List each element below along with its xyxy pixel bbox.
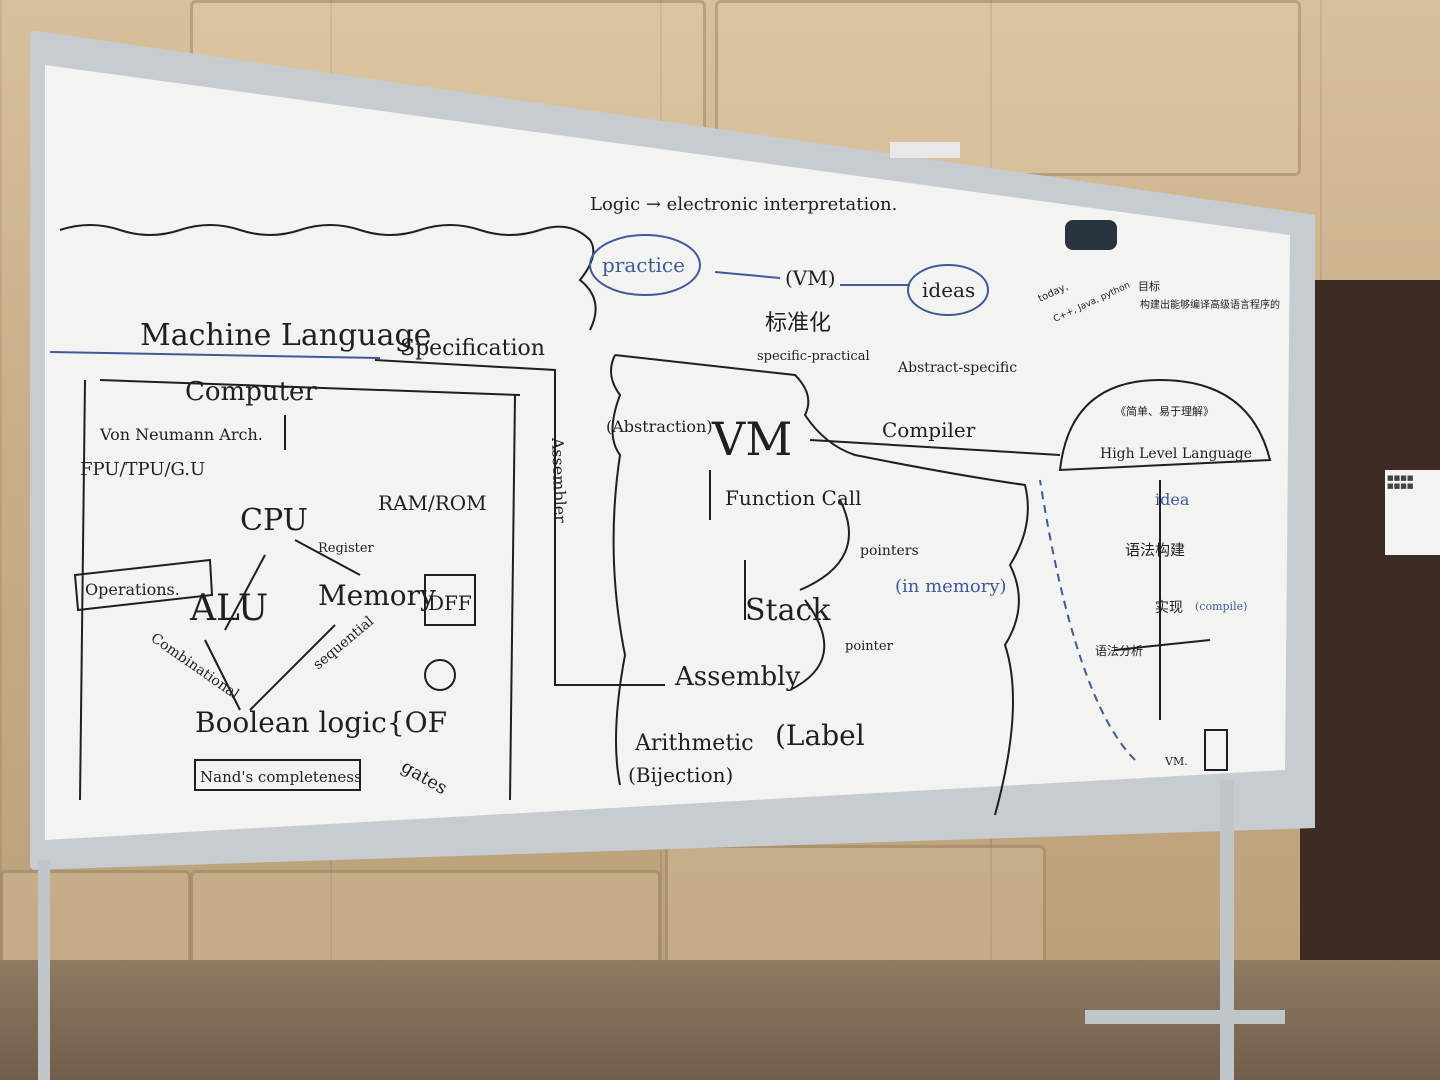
assembler-label: Assembler: [548, 436, 570, 523]
standardize-label: 标准化: [765, 311, 831, 336]
sequential-arrow: [249, 624, 336, 711]
wall-panel: [190, 870, 661, 976]
door-notice: ■■■■■■■■: [1385, 470, 1440, 555]
specification-label: Specification: [400, 336, 545, 361]
idea-label: idea: [1155, 490, 1190, 509]
computer-box-top: [99, 379, 521, 396]
target-text-label: 构建出能够编译高级语言程序的: [1140, 298, 1280, 311]
dff-box: [424, 574, 476, 626]
ideas-label: ideas: [922, 278, 975, 302]
vm-zone-left: [610, 354, 627, 786]
dashed-feedback-arrow: [1039, 479, 1136, 761]
smiley-icon: [424, 659, 456, 691]
left-border-line: [79, 379, 86, 801]
ram-rom-label: RAM/ROM: [378, 491, 487, 515]
register-label: Register: [318, 541, 375, 556]
compiler-label: Compiler: [882, 418, 976, 442]
stack-label: Stack: [745, 593, 831, 628]
syntax-analysis-bar: [1114, 639, 1211, 651]
ideas-circle: [907, 264, 989, 316]
syntax-label: 语法构建: [1125, 541, 1185, 559]
eraser-icon[interactable]: [1065, 220, 1117, 250]
abstract-specific-label: Abstract-specific: [897, 360, 1017, 376]
blue-strokes: [49, 234, 1136, 761]
marker-tray-icon: [890, 142, 960, 158]
doorway: [1300, 280, 1440, 1080]
fpu-label: FPU/TPU/G.U: [80, 459, 205, 480]
pointer-arc: [789, 599, 826, 691]
high-level-label: High Level Language: [1100, 446, 1252, 462]
blue-underline: [49, 351, 381, 359]
specific-practical-label: specific-practical: [757, 349, 870, 364]
compile-label: (compile): [1195, 600, 1247, 613]
vm-zone-right: [614, 354, 1029, 816]
operations-label: Operations.: [85, 580, 180, 599]
vm-to-practice-arrow: [714, 271, 781, 279]
function-call-label: Function Call: [725, 486, 862, 510]
register-arrow: [294, 539, 361, 576]
nand-label: Nand's completeness: [200, 768, 362, 786]
abstraction-label: (Abstraction): [606, 417, 713, 436]
pointers-label: pointers: [860, 543, 919, 559]
whiteboard-surface: [45, 65, 1290, 840]
impl-label: 实现: [1155, 600, 1183, 616]
wall-panel: [0, 870, 191, 976]
von-neumann-label: Von Neumann Arch.: [99, 425, 263, 444]
syntax-analysis-label: 语法分析: [1095, 644, 1143, 658]
pointers-arc: [799, 499, 850, 591]
dff-label: DFF: [428, 591, 472, 615]
high-level-dome: [1058, 378, 1272, 472]
whiteboard-leg: [1220, 780, 1234, 1080]
practice-circle: [589, 234, 701, 296]
logic-line: Logic → electronic interpretation.: [590, 194, 897, 215]
machine-language-label: Machine Language: [140, 318, 431, 353]
cn-top-label: 《简单、易于理解》: [1115, 404, 1214, 418]
alu-label: ALU: [189, 588, 268, 629]
arithmetic-label: Arithmetic: [634, 731, 754, 756]
dff-mini-box: [1204, 729, 1228, 771]
practice-label: practice: [602, 253, 685, 277]
combinational-arrow: [204, 639, 241, 711]
target-label: 目标: [1138, 279, 1160, 293]
alu-to-cpu-arrow: [224, 554, 266, 631]
whiteboard-base: [1085, 1010, 1285, 1024]
assembler-line: [374, 359, 665, 686]
label-label: (Label: [775, 719, 865, 752]
bijection-label: (Bijection): [628, 763, 733, 787]
nand-box: [194, 759, 361, 791]
marker-strokes: [59, 224, 1272, 816]
cpu-label: CPU: [240, 503, 308, 538]
vm-label: VM: [711, 412, 792, 466]
in-memory-label: (in memory): [895, 576, 1007, 597]
operations-box: [73, 558, 214, 612]
computer-label: Computer: [185, 377, 317, 407]
pointer-label: pointer: [845, 639, 894, 654]
compiler-arrow: [809, 439, 1061, 456]
assembly-label: Assembly: [674, 662, 800, 692]
vm-small-label: (VM): [785, 266, 836, 290]
divider-line: [509, 394, 516, 801]
whiteboard-leg: [38, 860, 50, 1080]
boolean-logic-label: Boolean logic{OF: [195, 706, 447, 739]
memory-label: Memory: [318, 579, 436, 612]
wavy-line: [59, 224, 597, 331]
vm-right-label: VM.: [1164, 755, 1188, 768]
